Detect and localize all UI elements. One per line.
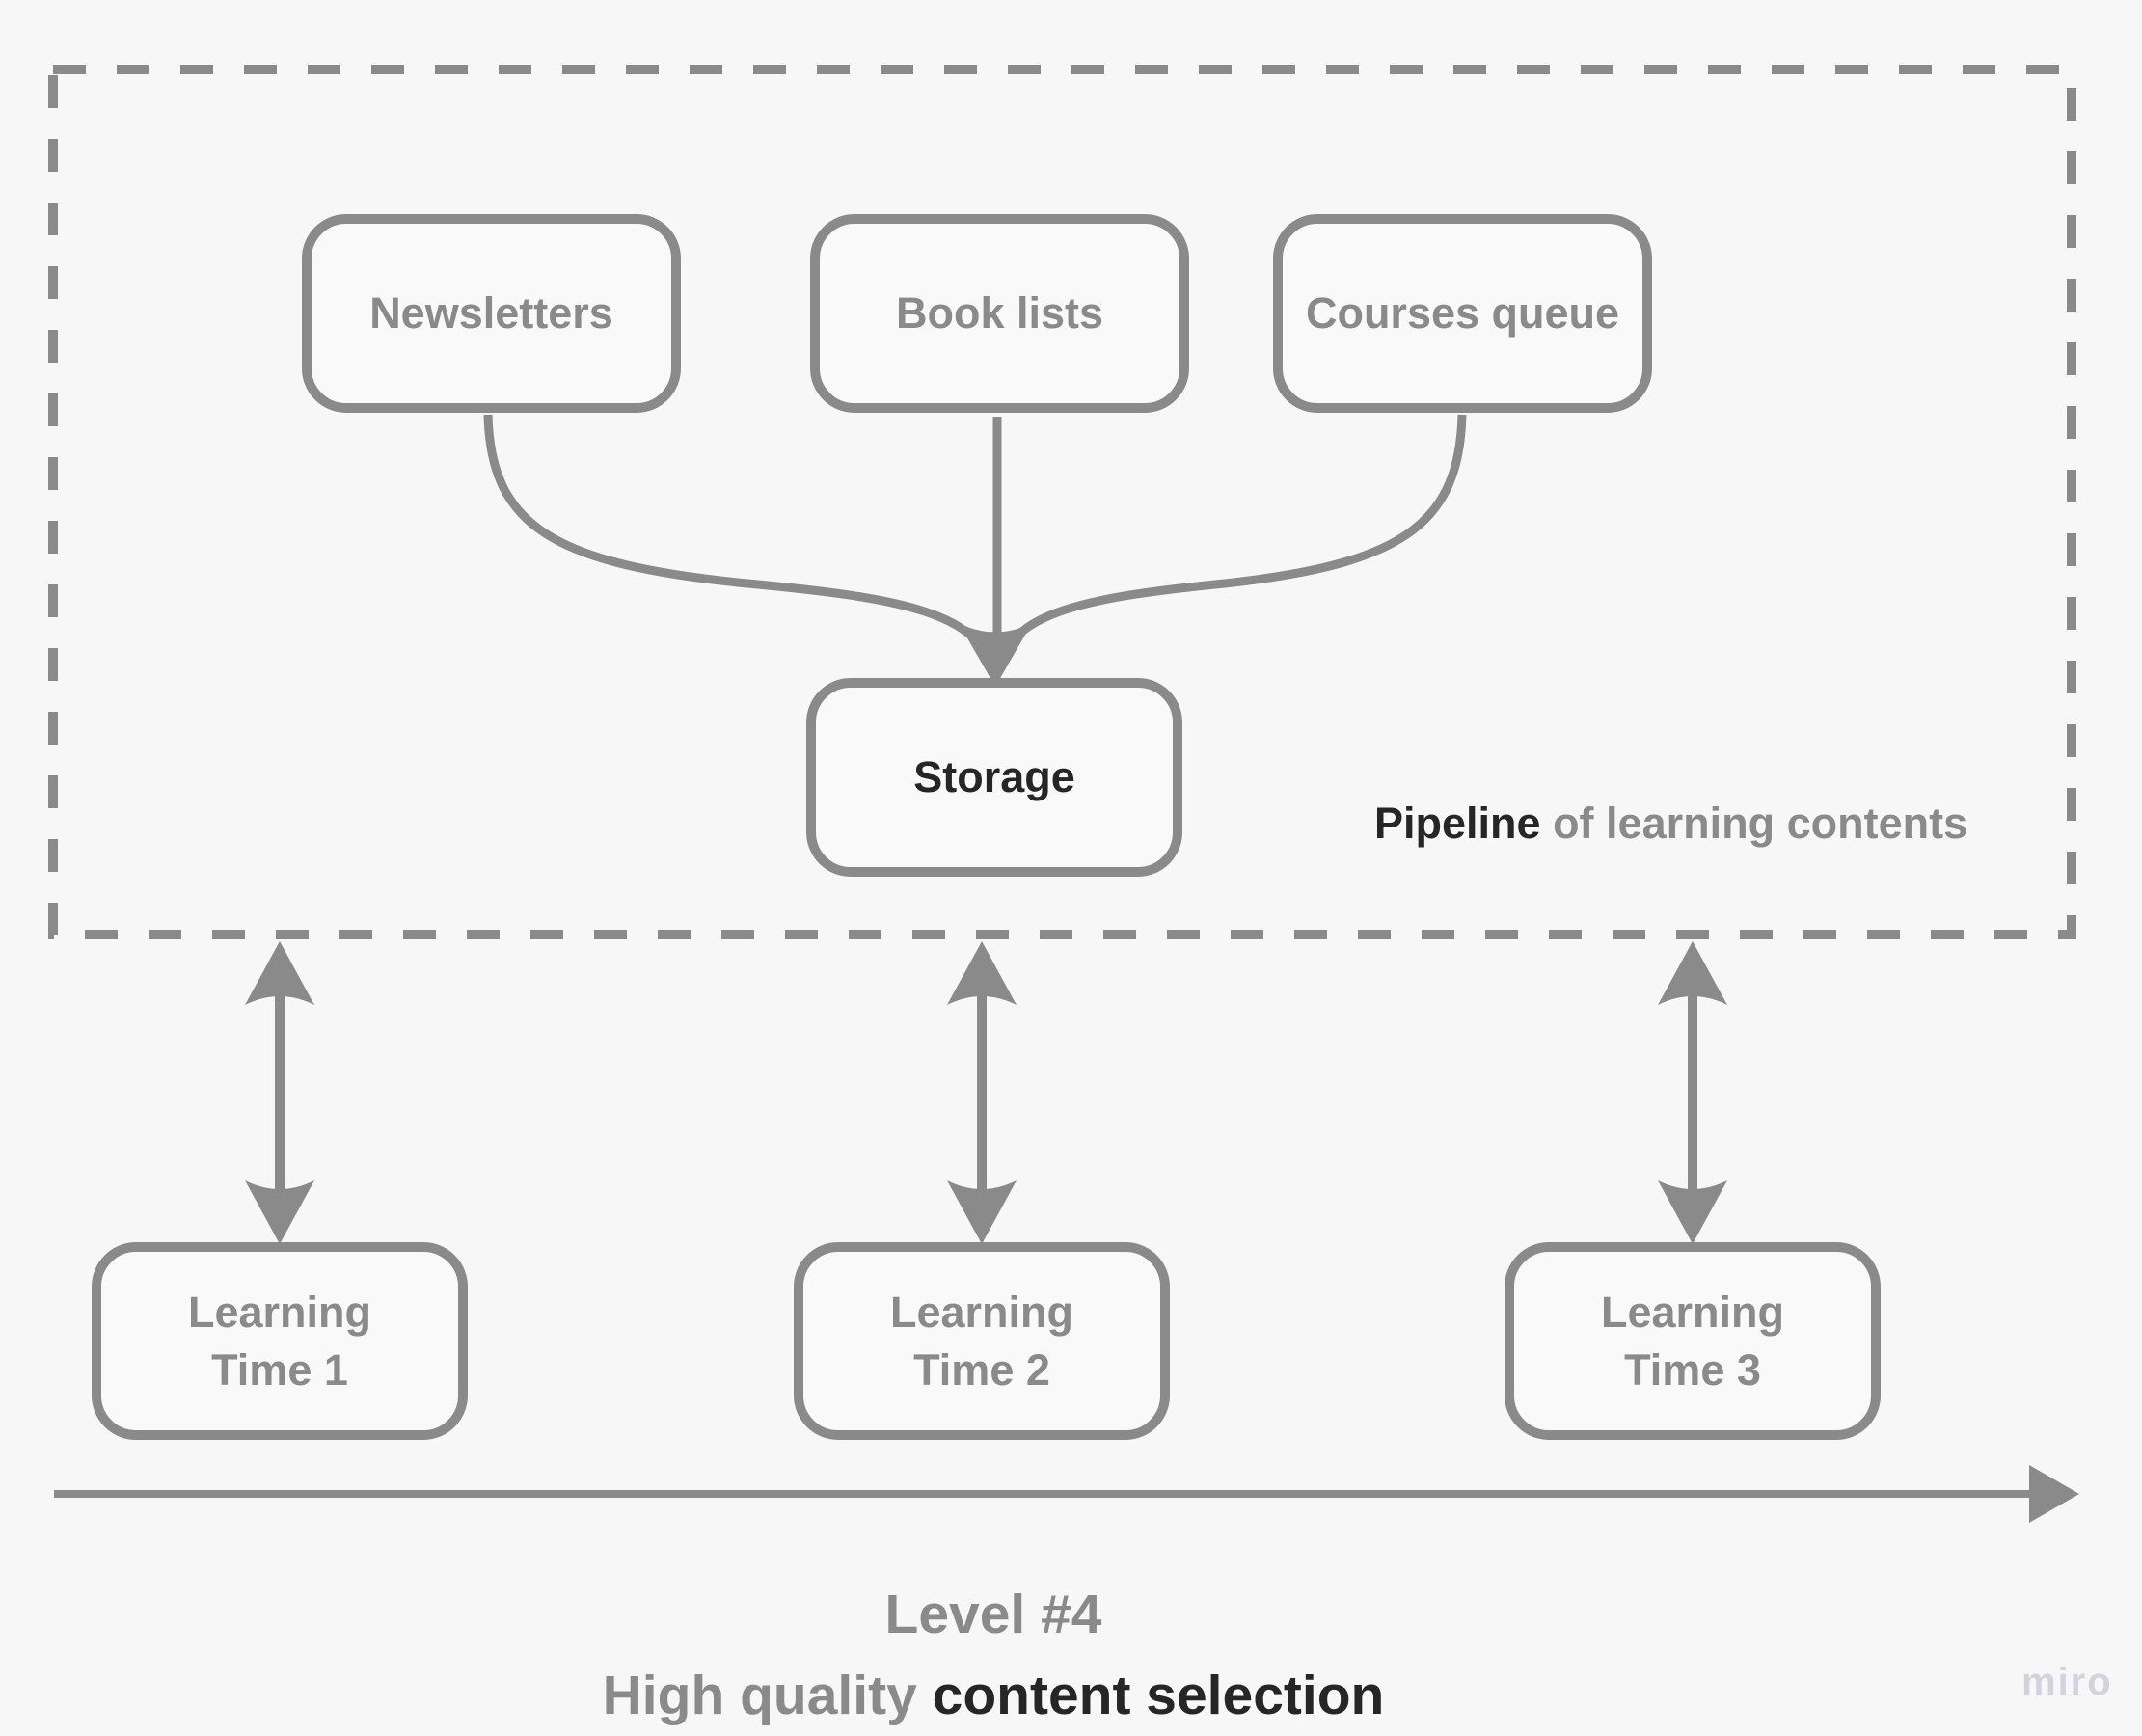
pipeline-caption-rest: of learning contents [1540,799,1968,848]
double-arrow-lt1 [245,941,314,1244]
edge-newsletters-to-storage [483,414,996,665]
shape-learning-time-2-label: Learning Time 2 [889,1288,1074,1395]
miro-watermark-logo: miro [2021,1661,2113,1703]
pipeline-group-caption: Pipeline of learning contents [1374,799,1967,849]
level-caption-line2: High quality content selection [0,1655,1987,1736]
shape-newsletters[interactable]: Newsletters [302,214,681,413]
level-caption: Level #4 High quality content selection [0,1574,1987,1736]
shape-newsletters-label: Newsletters [369,288,613,339]
shape-book-lists-label: Book lists [895,288,1104,339]
level-caption-line2-dark: content selection [932,1665,1385,1726]
shape-learning-time-3-label: Learning Time 3 [1600,1288,1785,1395]
double-arrow-lt3 [1658,941,1727,1244]
shape-book-lists[interactable]: Book lists [810,214,1189,413]
shape-learning-time-1[interactable]: Learning Time 1 [92,1242,468,1440]
pipeline-caption-bold: Pipeline [1374,799,1541,848]
level-caption-line1: Level #4 [884,1584,1102,1645]
shape-storage[interactable]: Storage [806,678,1182,877]
shape-learning-time-1-label: Learning Time 1 [187,1288,372,1395]
edge-coursesqueue-to-storage [994,414,1467,665]
shape-learning-time-3[interactable]: Learning Time 3 [1505,1242,1881,1440]
shape-storage-label: Storage [913,752,1075,802]
shape-learning-time-2[interactable]: Learning Time 2 [794,1242,1170,1440]
double-arrow-lt2 [947,941,1017,1244]
shape-courses-queue[interactable]: Courses queue [1273,214,1652,413]
timeline-arrow [54,1465,2079,1523]
shape-courses-queue-label: Courses queue [1305,288,1620,339]
level-caption-line2-gray: High quality [602,1665,933,1726]
